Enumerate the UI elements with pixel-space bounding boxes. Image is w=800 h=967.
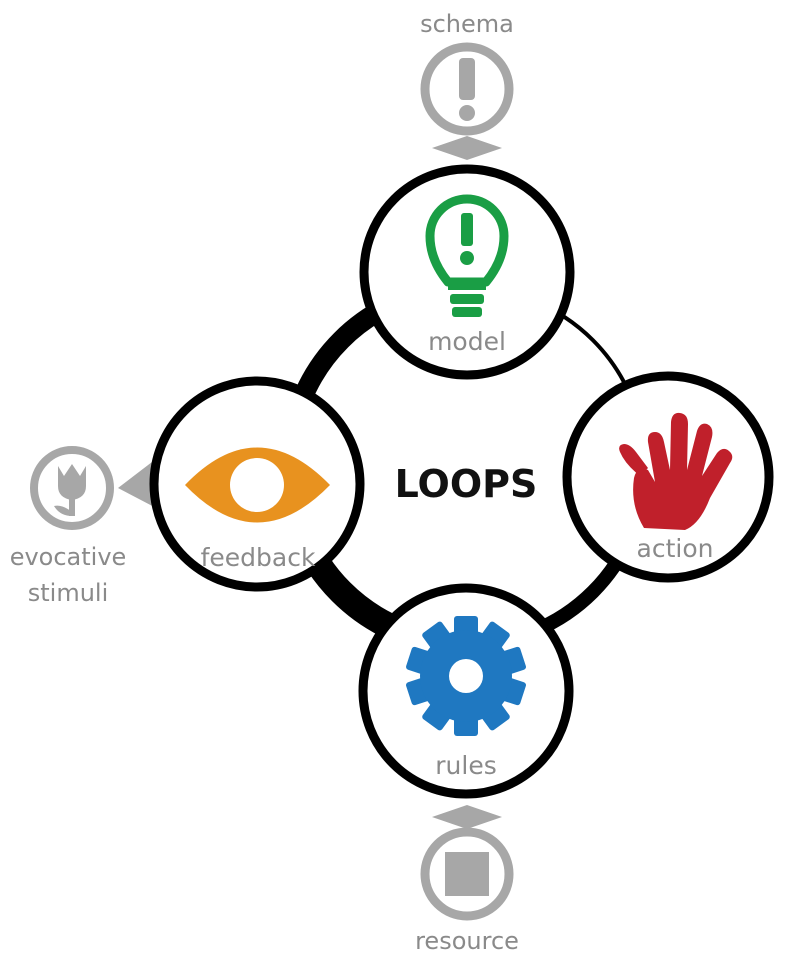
exclamation-icon [459,58,475,121]
evocative-stimuli-node: evocative stimuli [10,446,127,607]
tulip-icon [54,464,86,516]
stimuli-label: stimuli [28,579,109,607]
gear-icon [406,616,526,736]
model-node: model [359,164,575,380]
center-label: LOOPS [395,462,538,506]
model-label: model [428,327,506,356]
rules-label: rules [435,751,496,780]
feedback-node: feedback [149,376,365,592]
rules-node: rules [358,583,574,799]
external-connectors [118,136,502,829]
action-node: action [562,371,774,583]
schema-label: schema [420,10,514,38]
evocative-label: evocative [10,543,127,571]
resource-label: resource [415,927,519,955]
resource-node: resource [415,827,519,955]
square-icon [445,852,489,896]
schema-node: schema [420,10,514,136]
evocative-connector [118,462,160,510]
schema-connector [432,136,502,160]
eye-icon [185,447,330,523]
resource-connector [432,805,502,829]
hand-icon [619,412,733,530]
action-label: action [637,534,714,563]
lightbulb-icon [425,194,509,317]
feedback-label: feedback [201,543,316,572]
